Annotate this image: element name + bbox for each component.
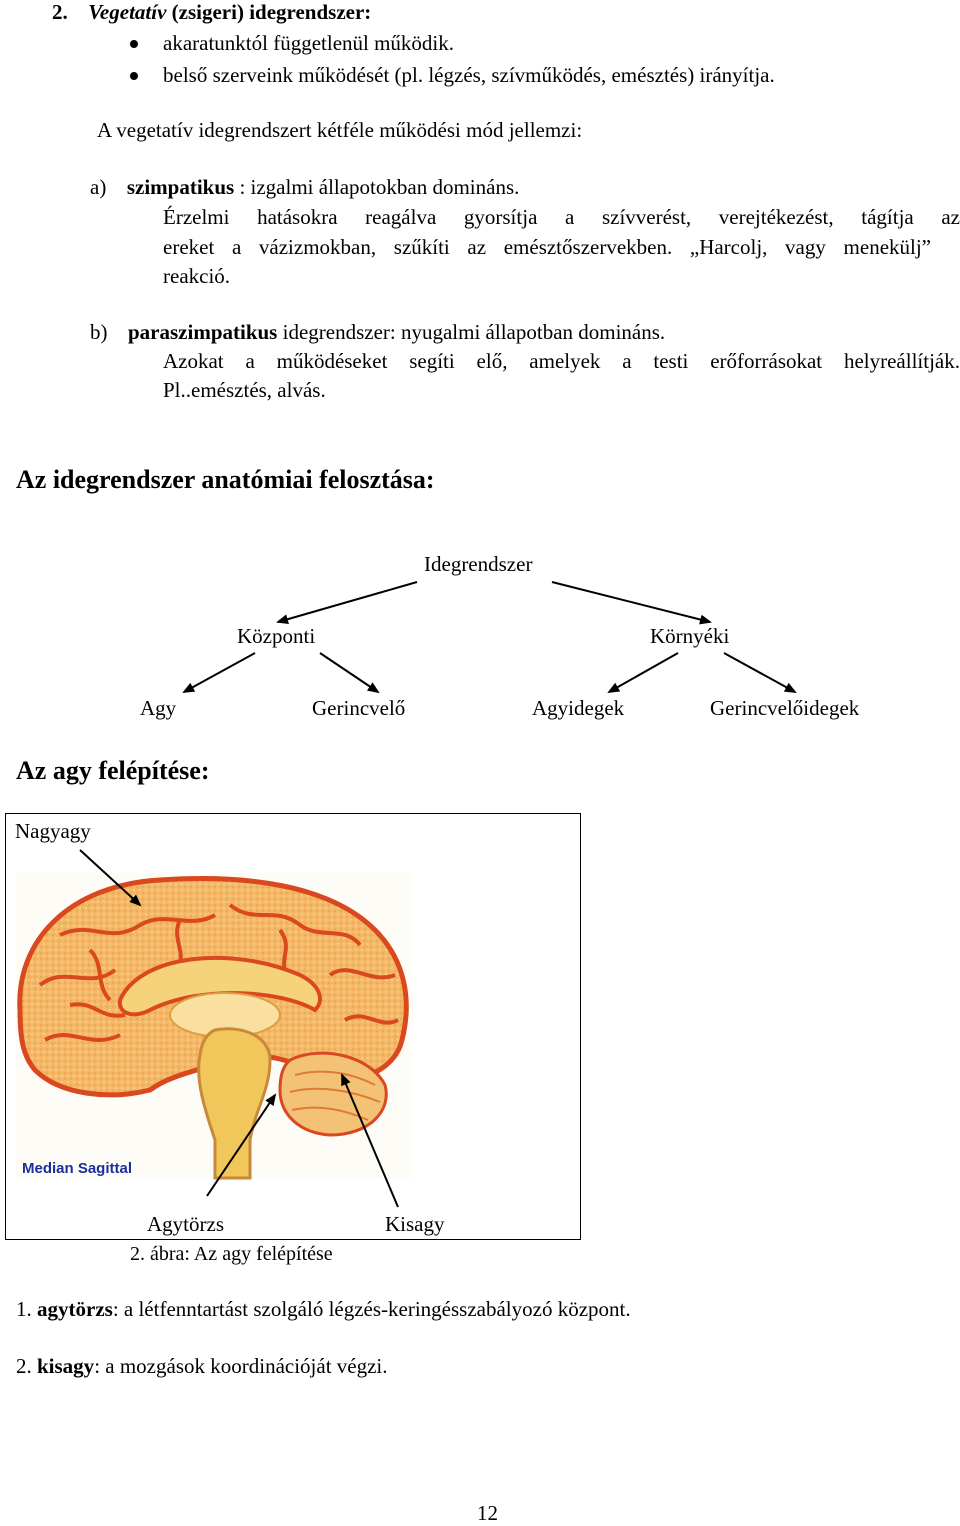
tree-leaf-cranial-nerves: Agyidegek (532, 696, 625, 720)
arrow-central-spinal (319, 652, 380, 694)
fact-number: 2. (16, 1354, 32, 1378)
bullet-item: akaratunktól függetlenül működik. (163, 31, 455, 55)
section-title-italic: Vegetatív (88, 0, 167, 24)
fact-number: 1. (16, 1297, 32, 1321)
item-marker: b) (90, 320, 108, 344)
brain-heading: Az agy felépítése: (16, 756, 210, 785)
tree-node-central: Központi (237, 624, 316, 648)
cerebellum-folia (289, 1070, 381, 1121)
bullet-dot (130, 72, 138, 80)
paragraph-line: Érzelmi hatásokra reagálva gyorsítja a s… (163, 205, 960, 229)
item-marker: a) (90, 175, 107, 199)
arrow-peripheral-spinal-nerves (723, 652, 797, 693)
arrow-peripheral-cranial (607, 652, 679, 693)
page-number: 12 (477, 1501, 498, 1525)
tree-arrows (182, 581, 797, 694)
bullet-item: belső szerveink működését (pl. légzés, s… (163, 63, 775, 87)
anatomy-heading: Az idegrendszer anatómiai felosztása: (16, 465, 435, 494)
item-after-term: idegrendszer: nyugalmi állapotban dominá… (277, 320, 666, 344)
section-number: 2. (52, 0, 68, 24)
vegetative-intro: A vegetatív idegrendszert kétféle működé… (97, 118, 583, 142)
arrow-root-peripheral (551, 581, 712, 625)
tree-leaf-brain: Agy (140, 696, 177, 720)
bullet-dot (130, 40, 138, 48)
tree-leaf-spinal-nerves: Gerincvelőidegek (710, 696, 860, 720)
item-term: paraszimpatikus (128, 320, 278, 344)
paragraph-line: ereket a vázizmokban, szűkíti az emésztő… (163, 235, 931, 259)
image-caption: Median Sagittal (22, 1160, 132, 1177)
tree-leaf-spinal-cord: Gerincvelő (312, 696, 406, 720)
paragraph-line: Pl..emésztés, alvás. (163, 378, 326, 402)
arrow-cerebrum (79, 849, 142, 907)
label-brainstem: Agytörzs (147, 1212, 224, 1236)
fact-text: : a létfenntartást szolgáló légzés-kerin… (112, 1297, 631, 1321)
list-item-a: a) szimpatikus : izgalmi állapotokban do… (90, 175, 519, 200)
brain-figure-frame (5, 813, 581, 1240)
section-title-rest: (zsigeri) idegrendszer: (171, 0, 372, 24)
paragraph-line: reakció. (163, 264, 231, 288)
item-term: szimpatikus (126, 175, 235, 199)
label-cerebellum: Kisagy (385, 1212, 445, 1236)
fact-item: 2. kisagy: a mozgások koordinációját vég… (16, 1354, 388, 1379)
list-item-b: b) paraszimpatikus idegrendszer: nyugalm… (90, 320, 665, 345)
gyri-lines (38, 903, 399, 1042)
arrow-cerebellum (341, 1073, 399, 1208)
arrow-root-central (276, 581, 418, 625)
item-after-term: : izgalmi állapotokban domináns. (234, 175, 520, 199)
fact-item: 1. agytörzs: a létfenntartást szolgáló l… (16, 1297, 631, 1322)
label-cerebrum: Nagyagy (15, 819, 91, 843)
tree-node-peripheral: Környéki (650, 624, 730, 648)
brain-illustration: Median Sagittal (17, 849, 409, 1208)
arrow-central-brain (182, 652, 256, 693)
figure-caption: 2. ábra: Az agy felépítése (130, 1243, 333, 1265)
brainstem-shape (197, 1027, 272, 1180)
fact-term: kisagy (37, 1354, 95, 1378)
paragraph-line: Azokat a működéseket segíti elő, amelyek… (163, 349, 960, 373)
tree-root: Idegrendszer (424, 552, 533, 576)
fact-text: : a mozgások koordinációját végzi. (94, 1354, 388, 1378)
corpus-callosum (117, 955, 322, 1017)
arrow-brainstem (206, 1093, 277, 1197)
section-title: 2. Vegetatív (zsigeri) idegrendszer: (52, 0, 371, 25)
fact-term: agytörzs (37, 1297, 113, 1321)
